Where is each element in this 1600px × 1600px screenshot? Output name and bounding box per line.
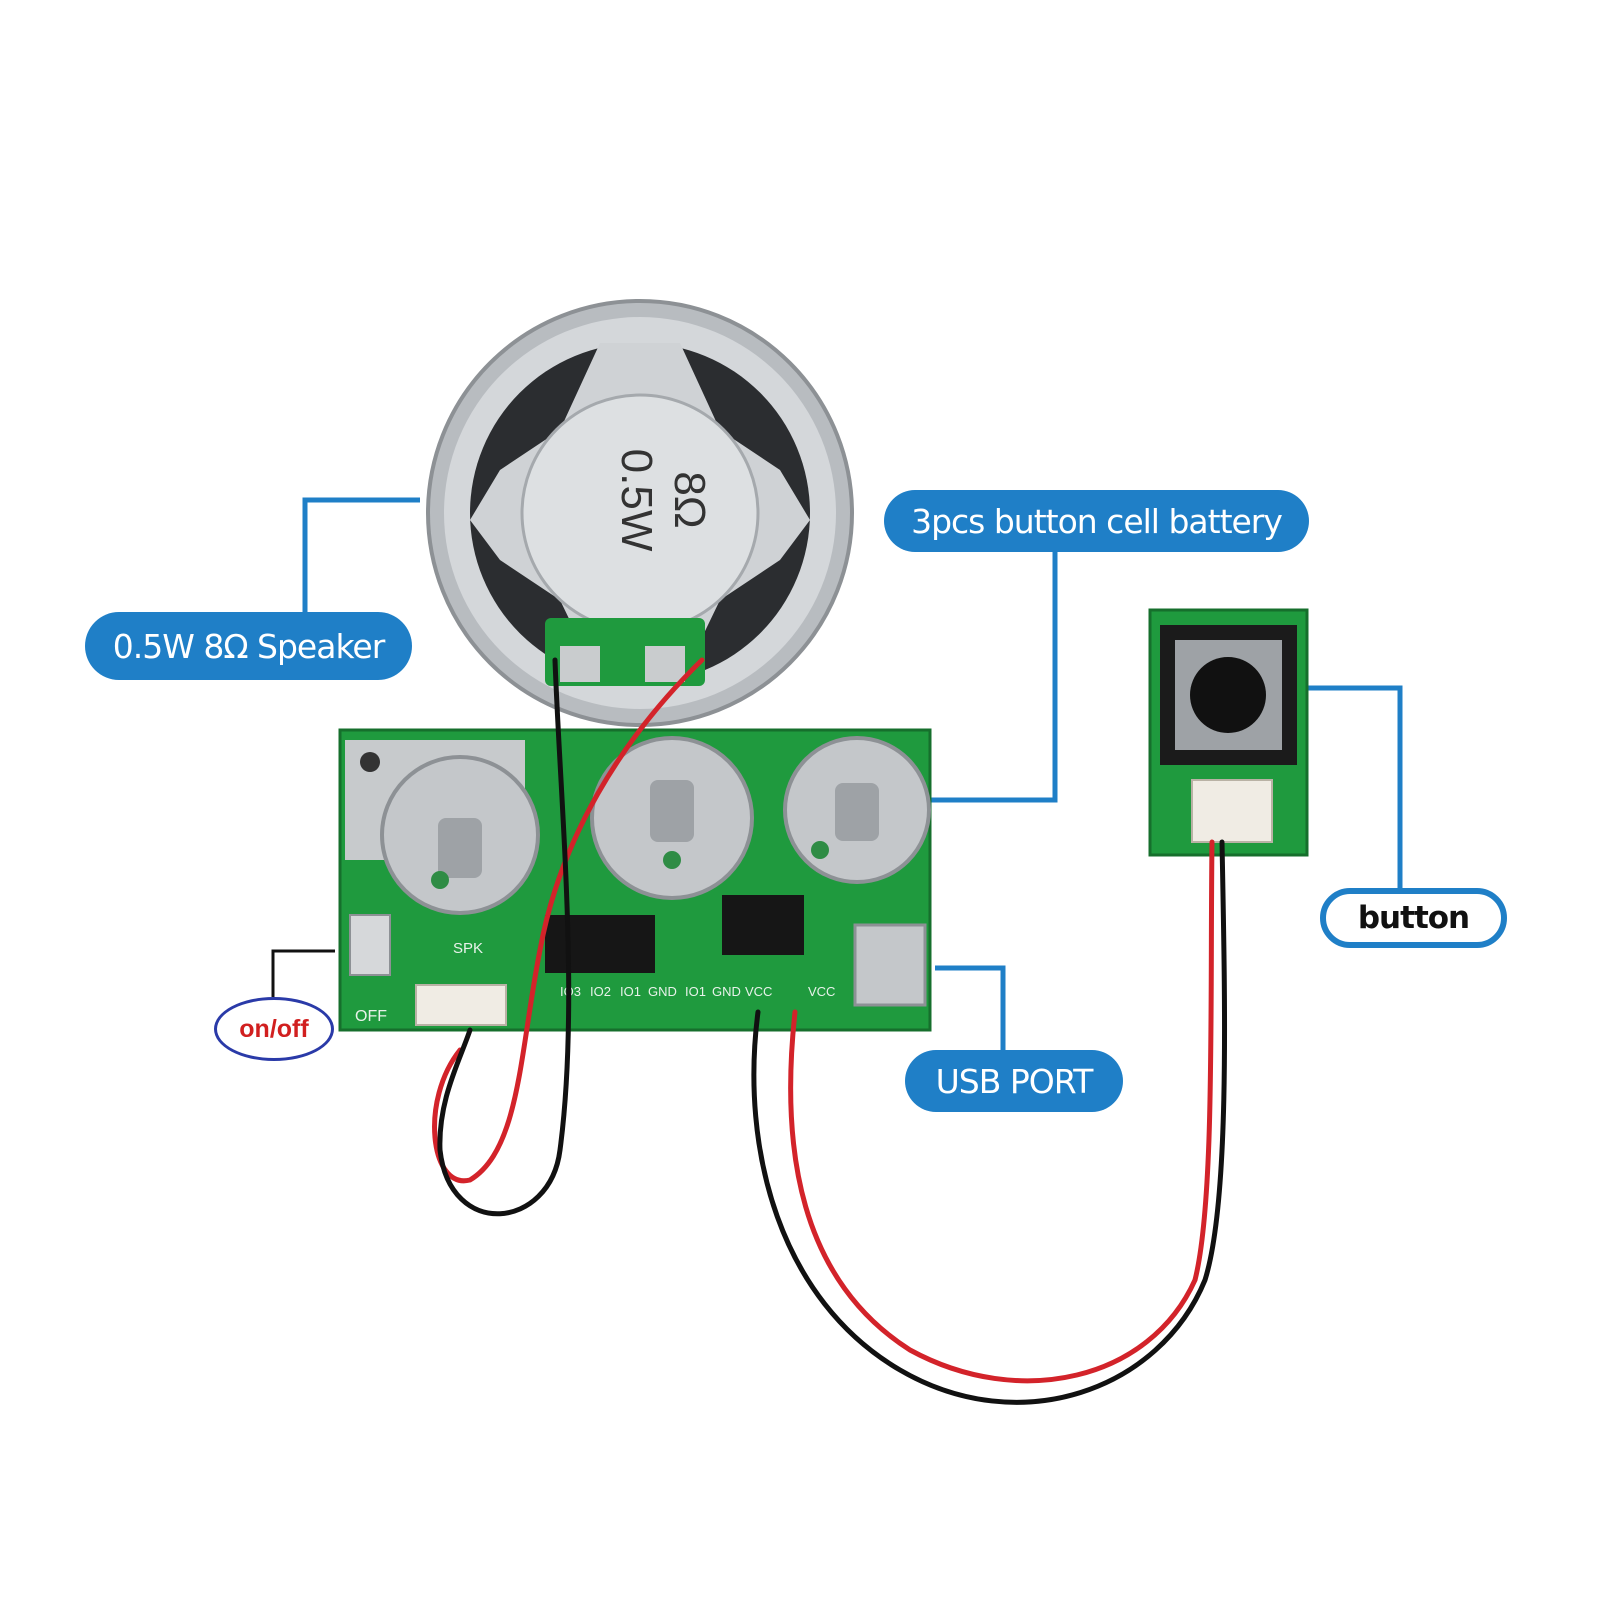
ic-chip-1 <box>545 915 655 973</box>
silk-spk: SPK <box>453 940 483 957</box>
pin-label: VCC <box>745 984 772 999</box>
push-button <box>1190 657 1266 733</box>
pin-labels: IO3 IO2 IO1 GND IO1 GND VCC VCC <box>560 984 835 999</box>
coin-cell-1 <box>380 755 540 915</box>
pin-label: IO1 <box>685 984 706 999</box>
coin-cell-3 <box>783 736 931 884</box>
pin-label: IO2 <box>590 984 611 999</box>
wire-black-speaker <box>437 657 572 1217</box>
speaker: 8Ω 0.5W <box>426 299 854 727</box>
speaker-label: 0.5W 8Ω Speaker <box>85 612 412 680</box>
wire-black-button <box>751 839 1228 1405</box>
pin-label: GND <box>648 984 677 999</box>
wire-red-button <box>788 839 1215 1384</box>
main-pcb: OFF SPK IO3 IO2 IO1 GND IO1 GND VCC VCC <box>338 728 932 1032</box>
coin-cell-2 <box>590 736 754 900</box>
pin-label: VCC <box>808 984 835 999</box>
speaker-connector <box>415 984 507 1026</box>
battery-callout-line <box>930 548 1058 803</box>
ic-chip-2 <box>722 895 804 955</box>
speaker-callout-line <box>302 497 420 612</box>
pin-label: IO1 <box>620 984 641 999</box>
silk-off: OFF <box>355 1008 387 1025</box>
battery-label: 3pcs button cell battery <box>884 490 1309 552</box>
pin-label: GND <box>712 984 741 999</box>
wires <box>432 657 1228 1405</box>
usb-port-label: USB PORT <box>905 1050 1123 1112</box>
on-off-label: on/off <box>214 997 334 1061</box>
button-callout-line <box>1307 685 1403 890</box>
callout-lines <box>271 497 1403 1055</box>
speaker-rating-watt: 0.5W <box>612 449 661 552</box>
wire-red-speaker <box>432 657 705 1184</box>
onoff-callout-line <box>271 949 335 997</box>
button-label: button <box>1320 888 1507 948</box>
button-module <box>1148 608 1309 857</box>
usb-callout-line <box>935 965 1006 1055</box>
usb-port <box>853 923 927 1007</box>
slide-switch <box>349 914 391 976</box>
speaker-rating-ohm: 8Ω <box>665 471 714 528</box>
